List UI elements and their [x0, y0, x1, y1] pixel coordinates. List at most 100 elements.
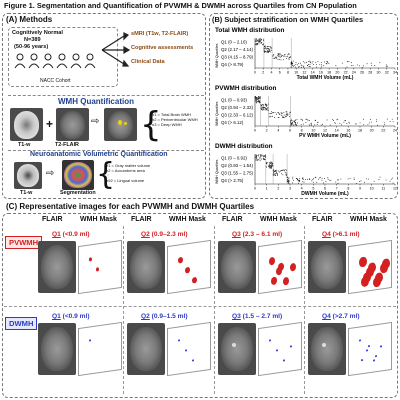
data-point	[392, 121, 394, 123]
data-point	[258, 40, 260, 42]
data-point	[278, 112, 280, 114]
data-point	[294, 124, 296, 126]
wmh-mask-image	[258, 321, 302, 377]
data-point	[290, 120, 292, 121]
data-point	[267, 50, 269, 51]
data-point	[262, 106, 263, 108]
data-point	[258, 97, 260, 99]
data-point	[268, 162, 270, 164]
data-point	[270, 47, 272, 49]
column-separator	[304, 226, 305, 394]
data-point	[327, 62, 329, 64]
lesion-mark	[283, 359, 285, 362]
data-point	[256, 38, 258, 40]
data-point	[262, 107, 264, 109]
data-point	[270, 48, 272, 50]
panel-c-title: (C) Representative images for each PVWMH…	[6, 202, 255, 211]
data-point	[261, 109, 263, 111]
quartile-title: Q3 (1.5 – 2.7 ml)	[232, 313, 282, 320]
data-point	[265, 166, 267, 168]
data-point	[263, 105, 265, 107]
flair-image	[218, 323, 256, 375]
quartile-title: Q1 (<0.9 ml)	[52, 313, 90, 320]
neuro-param-3: ⋮	[106, 173, 110, 178]
data-point	[297, 179, 299, 181]
neuro-param-2: n2 = Accumbens area	[106, 168, 145, 173]
x-tick-label: 9	[359, 187, 361, 191]
data-point	[286, 174, 288, 176]
data-point	[301, 178, 303, 179]
data-point	[346, 123, 348, 124]
data-point	[267, 48, 269, 50]
quartile-label: Q2 (0.93 – 1.54)	[221, 163, 254, 168]
data-point	[284, 117, 286, 118]
data-point	[336, 179, 338, 181]
col-mask-header: WMH Mask	[80, 216, 117, 223]
data-point	[341, 124, 342, 126]
data-point	[256, 100, 258, 102]
data-point	[267, 106, 269, 108]
data-point	[280, 112, 282, 114]
lesion-mark	[375, 272, 383, 284]
data-point	[327, 178, 329, 180]
data-point	[260, 158, 262, 160]
data-point	[275, 57, 277, 59]
flair-image	[308, 241, 346, 293]
data-point	[370, 62, 372, 64]
data-point	[290, 118, 292, 120]
data-point	[376, 119, 378, 121]
lesion-mark	[269, 256, 275, 266]
data-point	[260, 157, 262, 159]
x-tick-label: 12	[302, 71, 306, 75]
quartile-id: Q2	[141, 231, 150, 238]
chart-xlabel: PV WMH Volume (mL)	[299, 133, 351, 139]
data-point	[299, 178, 301, 180]
data-point	[265, 48, 267, 50]
data-point	[291, 123, 293, 125]
data-point	[261, 108, 263, 110]
arrow-icon-2: ⇨	[46, 168, 55, 179]
data-point	[265, 103, 267, 105]
data-point	[290, 122, 292, 124]
data-point	[261, 38, 263, 40]
cohort-line2: N=389	[24, 37, 41, 43]
x-tick-label: 26	[360, 71, 364, 75]
t1-label: T1-w	[18, 142, 31, 148]
data-point	[367, 123, 369, 125]
data-point	[254, 40, 256, 42]
data-point	[271, 165, 273, 166]
data-point	[258, 39, 260, 41]
wmh-heading: WMH Quantification	[58, 97, 134, 106]
data-point	[289, 57, 291, 58]
x-tick-label: 3	[289, 187, 291, 191]
quartile-label: Q4 (> 8.79)	[221, 62, 244, 67]
data-point	[316, 122, 318, 124]
column-separator	[214, 226, 215, 394]
data-point	[317, 121, 319, 123]
data-point	[263, 109, 265, 111]
data-point	[305, 118, 307, 120]
x-tick-label: 32	[385, 71, 389, 75]
data-point	[294, 121, 296, 123]
data-point	[260, 105, 262, 107]
data-point	[302, 181, 304, 183]
x-tick-label: 34	[393, 71, 397, 75]
data-point	[277, 174, 279, 176]
col-flair-header: FLAIR	[312, 216, 333, 223]
data-point	[270, 165, 271, 167]
lesion-mark	[185, 266, 190, 274]
x-tick-label: 8	[287, 71, 289, 75]
chart-ylabel: WMH Quartiles	[215, 159, 219, 184]
data-point	[275, 170, 277, 172]
data-point	[364, 181, 365, 183]
data-point	[288, 53, 290, 55]
quartile-title: Q2 (0.9–1.5 ml)	[141, 313, 188, 320]
t1-label-2: T1-w	[20, 190, 33, 196]
data-point	[265, 108, 267, 110]
data-point	[255, 155, 257, 157]
data-point	[308, 178, 310, 180]
data-point	[292, 182, 294, 184]
data-point	[258, 99, 260, 101]
data-point	[288, 59, 290, 61]
data-point	[257, 98, 258, 100]
